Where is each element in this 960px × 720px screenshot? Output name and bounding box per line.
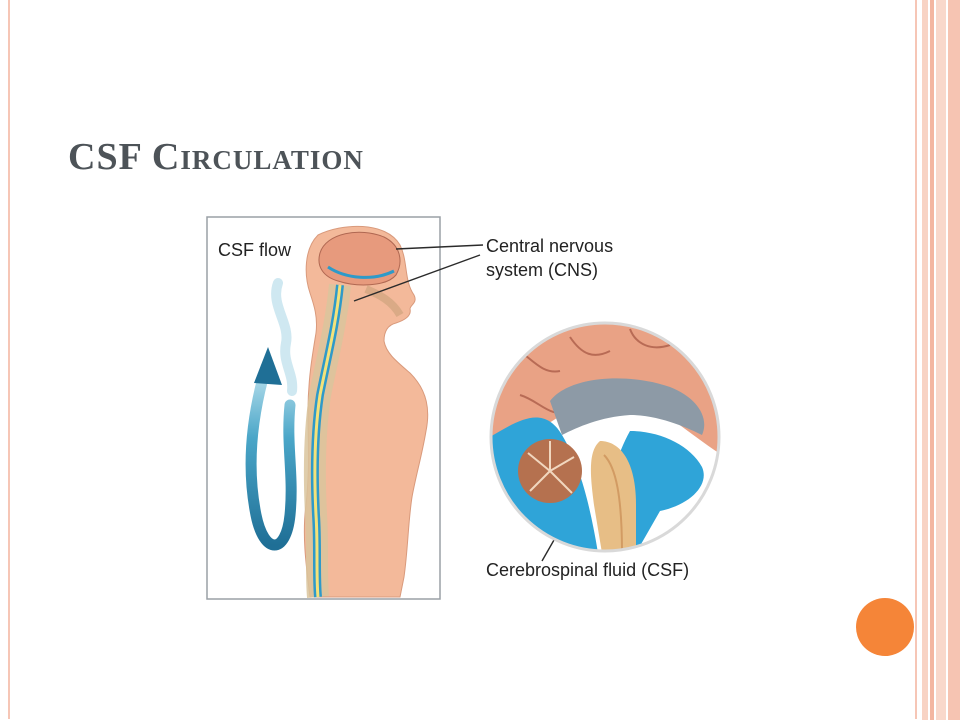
decor-stripe [936,0,946,720]
csf-flow-label: CSF flow [218,240,292,260]
cns-leader-line [395,244,484,250]
anatomy-diagram [206,216,721,600]
decor-stripe [922,0,928,720]
accent-dot [856,598,914,656]
decor-stripe [930,0,934,720]
slide-border [8,0,917,719]
flow-trail [271,278,298,396]
slide-title: CSF Circulation [68,136,364,178]
cns-label-line1: Central nervous [486,236,614,256]
csf-label: Cerebrospinal fluid (CSF) [486,560,690,580]
inset-circle-border [489,321,721,553]
csf-illustration: CSF flow Central nervous system (CNS) Ce… [190,205,750,615]
skull-hint [364,285,404,318]
brain-csf [327,265,395,279]
cns-label-line2: system (CNS) [486,260,598,280]
flow-arrowhead [254,347,282,385]
cns-leader-line [353,254,481,302]
flow-arrow [245,361,297,551]
decor-stripe [948,0,960,720]
spinal-cord [313,284,342,598]
